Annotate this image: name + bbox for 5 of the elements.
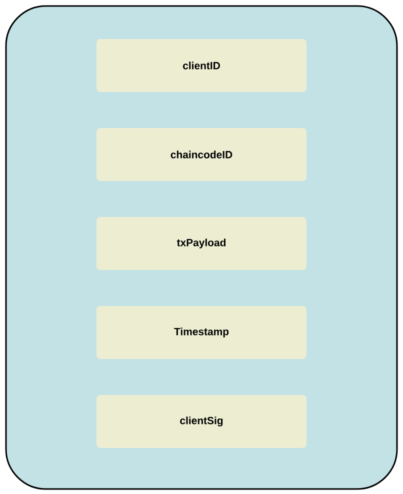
field-box: Timestamp xyxy=(96,306,306,359)
field-box: clientSig xyxy=(96,395,306,448)
field-box: chaincodeID xyxy=(96,128,306,181)
field-box: txPayload xyxy=(96,217,306,270)
field-box: clientID xyxy=(96,39,306,92)
